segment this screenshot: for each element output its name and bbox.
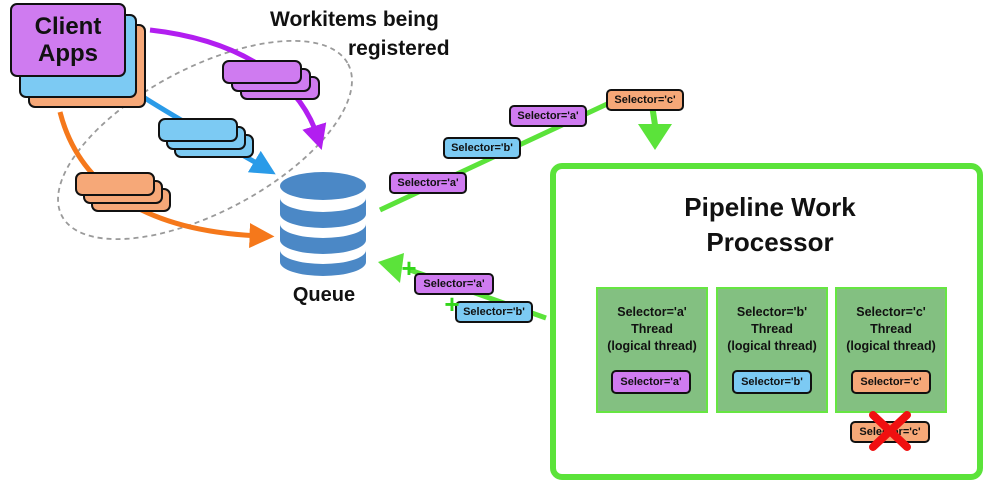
queue-return-arrow [378,253,404,283]
workitems-group-outline [57,39,353,241]
thread-a-item: Selector='a' [611,370,691,394]
processor-entry-arrow [638,124,672,150]
workitems-caption-line2: registered [348,37,450,60]
incoming-item-4: Selector='c' [606,89,684,111]
workitems-caption-line1: Workitems being [270,8,439,31]
blue-workitem-card-1 [158,118,238,142]
processor-title-line2: Processor [706,227,834,257]
thread-b-selector: Selector='b' [736,305,808,319]
incoming-item-2: Selector='b' [443,137,521,159]
client-apps-label: Client Apps [34,13,102,67]
thread-b-note: (logical thread) [727,339,817,353]
thread-column-a: Selector='a' Thread (logical thread) [596,287,708,413]
processor-title-line1: Pipeline Work [684,192,856,222]
incoming-item-1: Selector='a' [389,172,467,194]
returning-item-1: Selector='a' [414,273,494,295]
thread-a-label: Thread [631,322,673,336]
client-apps-box: Client Apps [10,3,126,77]
queue-label: Queue [292,284,356,306]
thread-column-b: Selector='b' Thread (logical thread) [716,287,828,413]
incoming-item-3: Selector='a' [509,105,587,127]
returning-item-2: Selector='b' [455,301,533,323]
workitems-caption: Workitems being registered [270,5,470,63]
orange-workitem-card-1 [75,172,155,196]
thread-column-c: Selector='c' Thread (logical thread) [835,287,947,413]
purple-workitem-card-1 [222,60,302,84]
thread-a-note: (logical thread) [607,339,697,353]
thread-b-item: Selector='b' [732,370,812,394]
thread-c-item: Selector='c' [851,370,931,394]
thread-c-label: Thread [870,322,912,336]
queue-database-icon [280,172,366,276]
processor-title: Pipeline Work Processor [640,190,900,260]
thread-b-label: Thread [751,322,793,336]
plus-icon: + [401,253,417,283]
thread-c-selector: Selector='c' [856,305,926,319]
thread-c-note: (logical thread) [846,339,936,353]
reject-x-icon [869,411,911,451]
plus-icon: + [444,289,460,319]
thread-a-selector: Selector='a' [617,305,687,319]
